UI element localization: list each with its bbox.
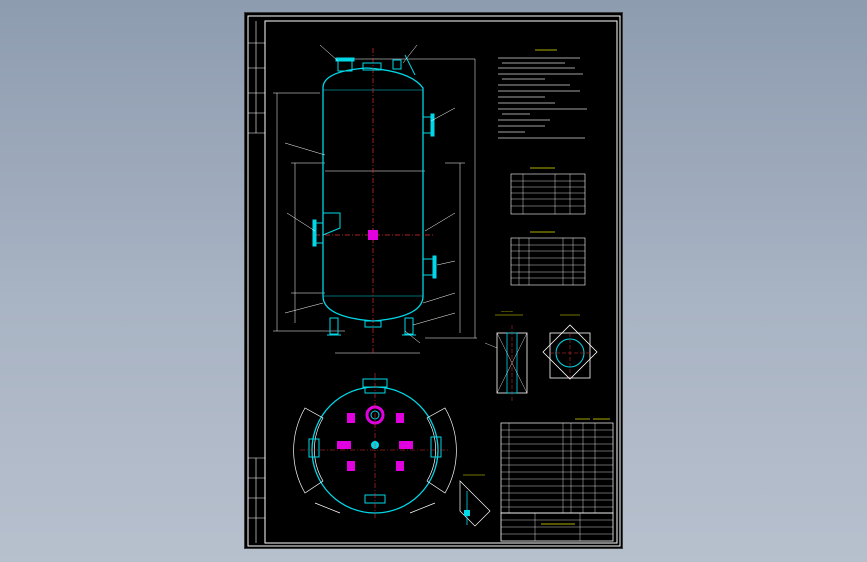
- lug-sectors: [293, 407, 457, 514]
- outer-frame: [247, 15, 621, 547]
- manway-marker: [368, 230, 378, 240]
- detail-c: [459, 474, 491, 527]
- binding-strip: [248, 21, 265, 543]
- drawing-sheet: ———: [244, 12, 623, 549]
- parts-list: [500, 418, 614, 514]
- vessel-elevation: [273, 44, 477, 354]
- nozzle-table: [510, 231, 586, 286]
- design-data-table: [510, 167, 586, 215]
- cad-drawing: ———: [247, 15, 621, 547]
- elevation-dimensions: [273, 58, 477, 354]
- top-nozzles: [335, 54, 416, 76]
- technical-notes: [498, 49, 587, 139]
- svg-text:———: ———: [501, 309, 513, 314]
- detail-b: [542, 314, 598, 380]
- side-nozzles: [312, 113, 437, 279]
- leader-lines: [284, 44, 456, 344]
- vessel-plan: [293, 373, 457, 518]
- title-block: [500, 512, 614, 542]
- plan-centerlines: [300, 373, 450, 518]
- inner-frame: [264, 20, 618, 544]
- nozzle-marks: [337, 413, 413, 471]
- detail-a: ———: [484, 309, 528, 401]
- support-legs: [327, 317, 416, 336]
